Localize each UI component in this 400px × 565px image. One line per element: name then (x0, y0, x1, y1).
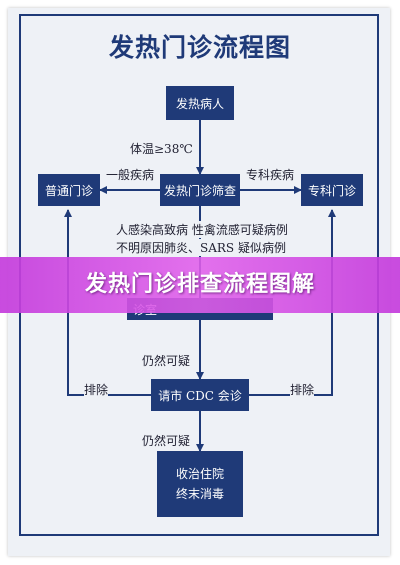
treatment-line-2: 终末消毒 (175, 487, 224, 501)
still-suspicious-label-1: 仍然可疑 (142, 352, 191, 369)
temperature-label: 体温≥38℃ (130, 140, 193, 157)
banner-title: 发热门诊排查流程图解 (84, 272, 315, 297)
specialist-clinic-node: 专科门诊 (301, 174, 363, 206)
treatment-node: 收治住院 终末消毒 (157, 451, 243, 517)
condition-line-1: 人感染高致病 性禽流感可疑病例 (116, 221, 288, 238)
excluded-right-label: 排除 (290, 381, 315, 398)
treatment-line-1: 收治住院 (175, 467, 224, 481)
general-clinic-node: 普通门诊 (38, 174, 100, 206)
specialist-disease-label: 专科疾病 (246, 166, 295, 183)
patient-node: 发热病人 (166, 86, 234, 120)
flowchart-title: 发热门诊流程图 (108, 33, 291, 62)
excluded-left-label: 排除 (84, 381, 109, 398)
general-disease-label: 一般疾病 (106, 166, 155, 183)
screening-node: 发热门诊筛查 (160, 174, 240, 206)
cdc-consult-node: 请市 CDC 会诊 (151, 379, 249, 411)
title-banner: 发热门诊排查流程图解 (0, 257, 400, 313)
condition-line-2: 不明原因肺炎、SARS 疑似病例 (116, 239, 286, 256)
still-suspicious-label-2: 仍然可疑 (142, 432, 191, 449)
